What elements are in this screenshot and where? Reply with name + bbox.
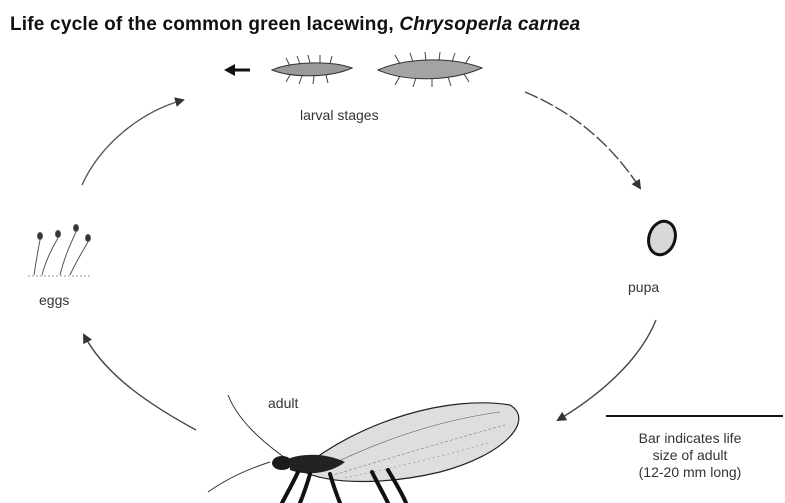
arrow-eggs-to-larva bbox=[82, 100, 183, 185]
larva-large bbox=[378, 52, 482, 87]
larva-direction-arrow bbox=[224, 64, 250, 76]
scale-note-line-1: Bar indicates life bbox=[600, 430, 780, 447]
arrow-pupa-to-adult bbox=[558, 320, 656, 420]
label-pupa: pupa bbox=[628, 279, 659, 295]
larva-small bbox=[272, 55, 352, 84]
scale-bar-note: Bar indicates life size of adult (12-20 … bbox=[600, 430, 780, 481]
eggs-on-stalks bbox=[28, 225, 92, 277]
pupa-cocoon bbox=[644, 218, 679, 258]
arrow-larva-to-pupa bbox=[525, 92, 640, 188]
label-eggs: eggs bbox=[39, 292, 69, 308]
label-larval-stages: larval stages bbox=[300, 107, 379, 123]
scale-note-line-2: size of adult bbox=[600, 447, 780, 464]
scale-note-line-3: (12-20 mm long) bbox=[600, 464, 780, 481]
adult-wing bbox=[300, 403, 519, 482]
adult-head bbox=[272, 456, 292, 470]
adult-lacewing bbox=[208, 395, 519, 503]
antenna-lower bbox=[208, 462, 270, 492]
arrow-adult-to-eggs bbox=[84, 335, 196, 430]
label-adult: adult bbox=[268, 395, 298, 411]
